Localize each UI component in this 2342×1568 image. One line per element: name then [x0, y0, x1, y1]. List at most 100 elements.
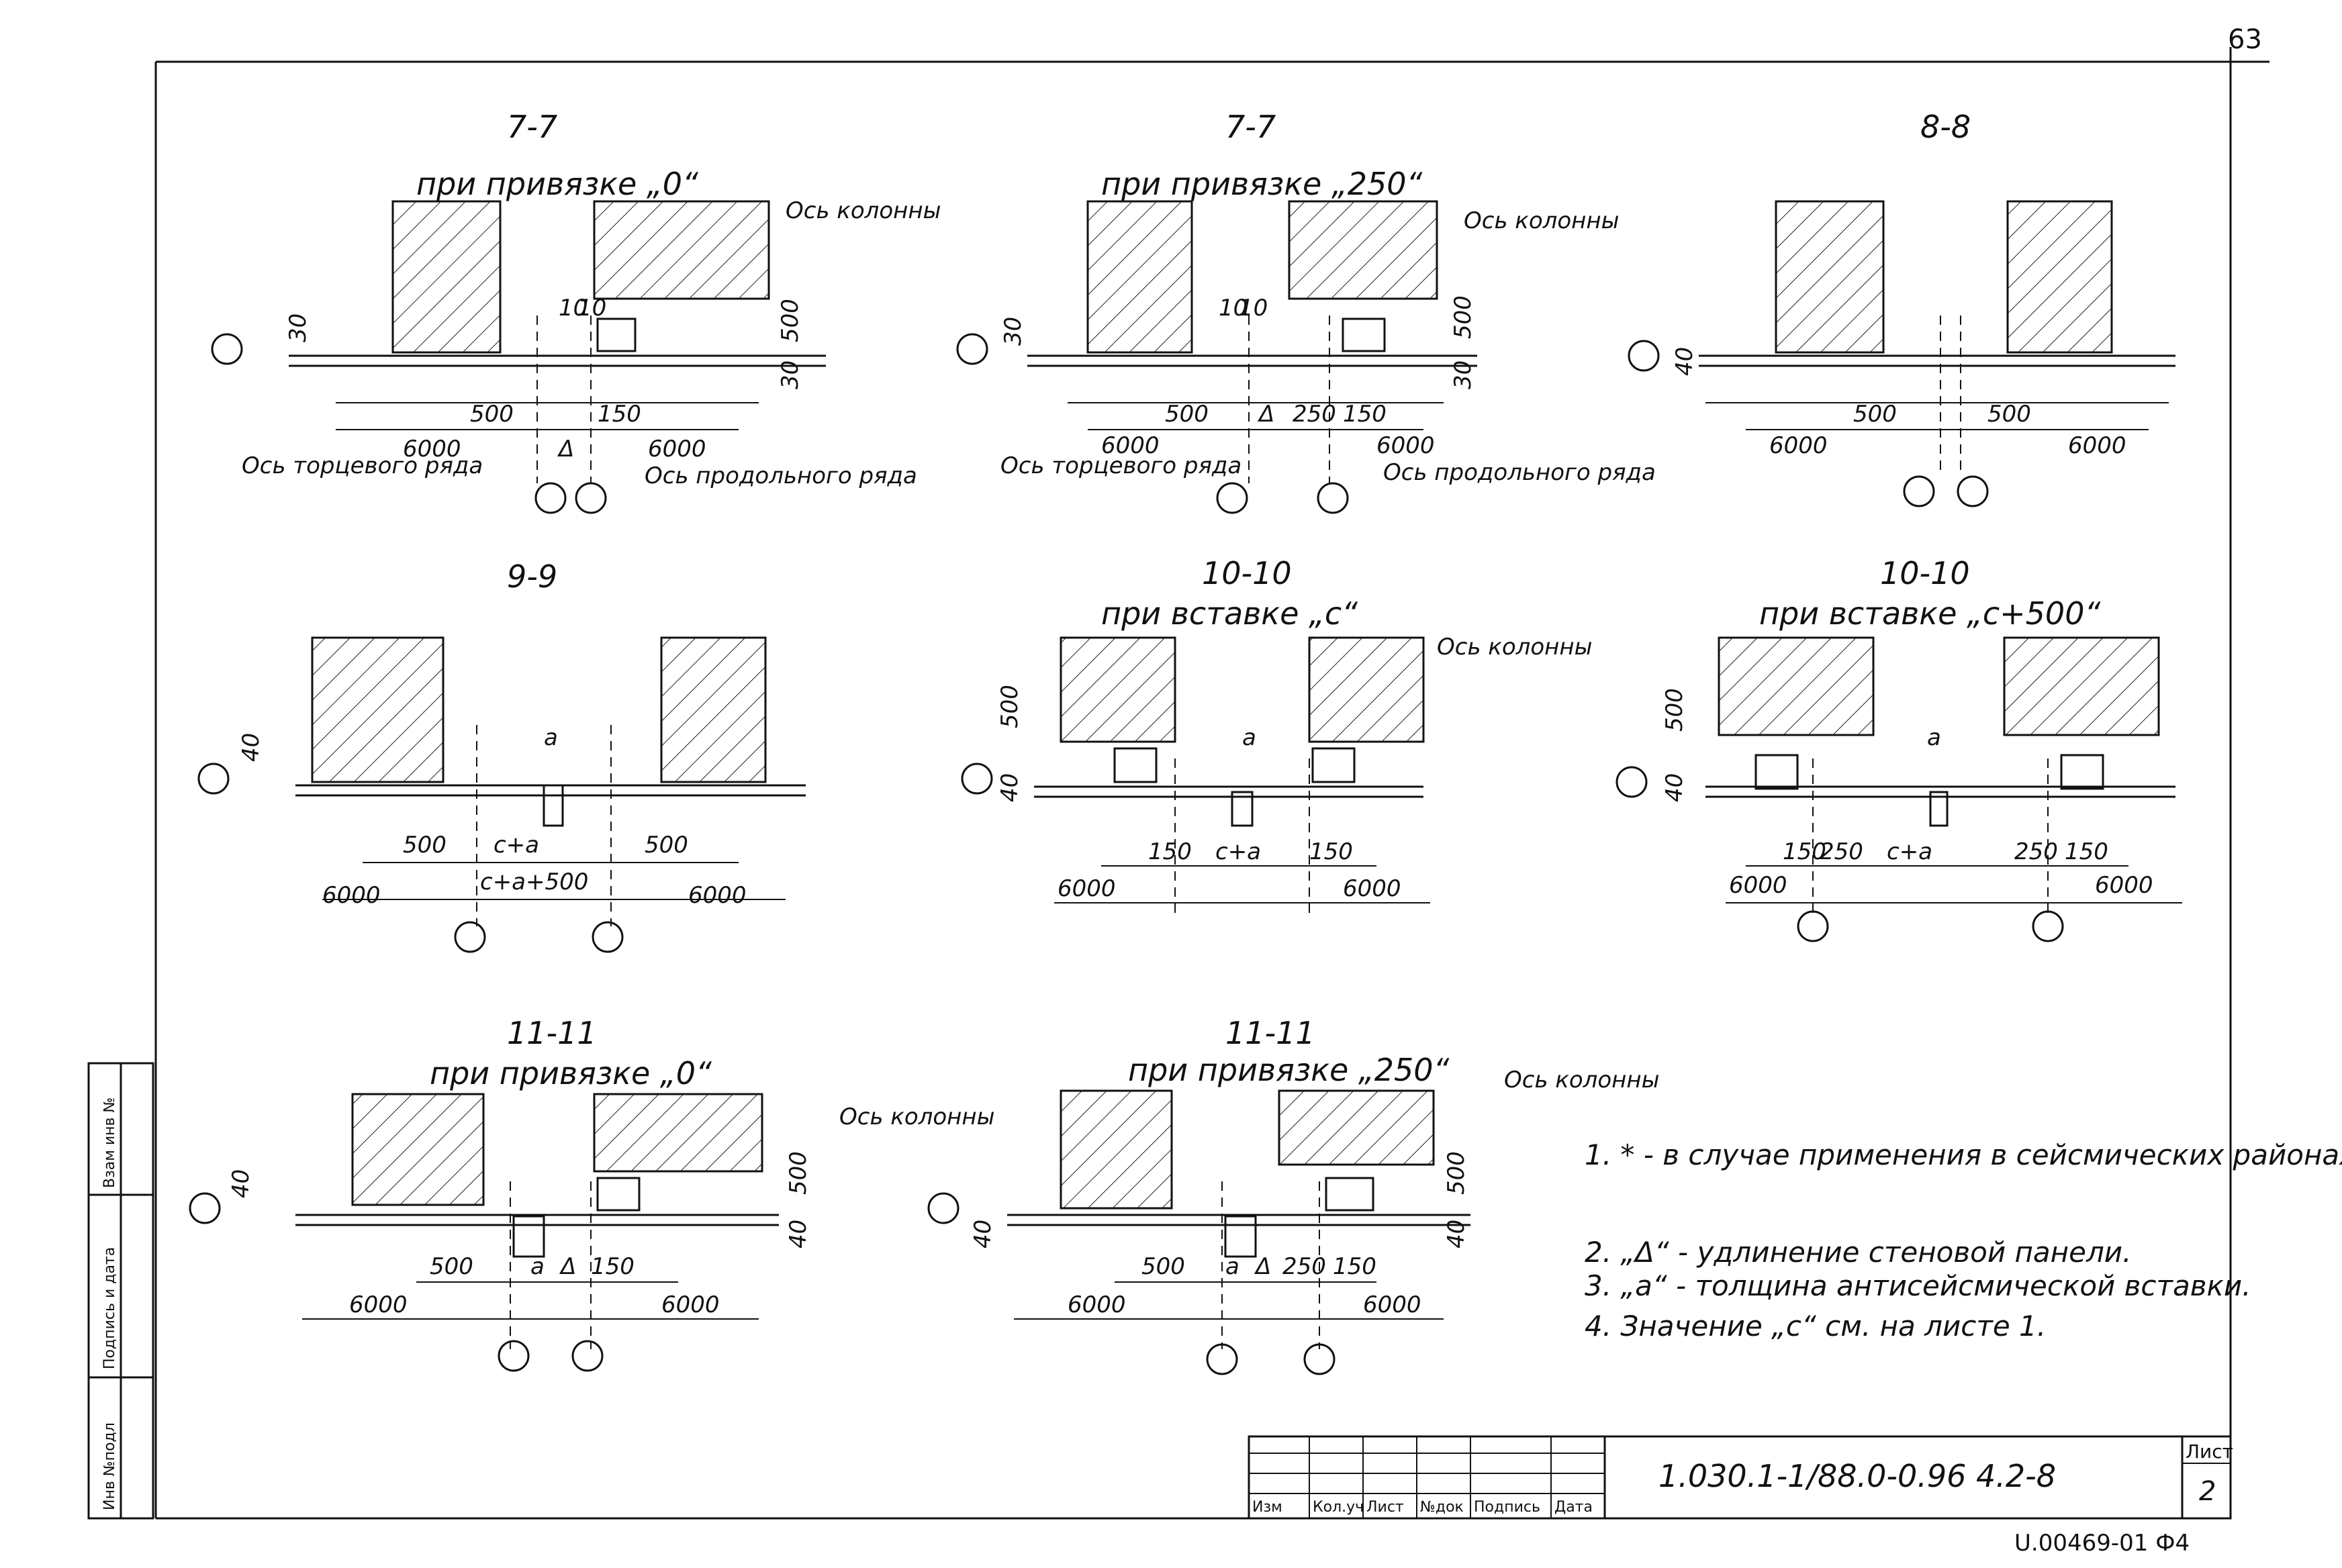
svg-text:30: 30 — [285, 313, 312, 342]
svg-text:150: 150 — [1309, 838, 1353, 865]
svg-text:№док: №док — [1420, 1499, 1464, 1516]
svg-text:30: 30 — [777, 360, 804, 389]
section-9-9: 9-9 40 a 500 c+a 500 c+a+500 6000 6000 — [197, 558, 806, 953]
section-7-7-zero: 7-7 при привязке „0“ 30 10 10 500 30 500… — [211, 109, 941, 514]
svg-text:Δ: Δ — [559, 1253, 576, 1280]
svg-text:a: a — [1242, 724, 1256, 751]
svg-text:при вставке „c“: при вставке „c“ — [1101, 595, 1358, 632]
svg-text:150: 150 — [1148, 838, 1192, 865]
svg-text:Δ: Δ — [557, 436, 574, 462]
note-3: 3. „a“ - толщина антисейсмической вставк… — [1585, 1269, 2251, 1302]
svg-text:Δ: Δ — [1257, 401, 1274, 428]
svg-text:30: 30 — [1000, 317, 1027, 346]
svg-text:c+a: c+a — [1887, 838, 1932, 865]
svg-text:6000: 6000 — [648, 436, 706, 462]
svg-text:Дата: Дата — [1554, 1499, 1593, 1516]
svg-text:250: 250 — [1820, 838, 1863, 865]
notes: 1. * - в случае применения в сейсмически… — [1585, 1138, 2342, 1342]
svg-text:250: 250 — [1282, 1253, 1326, 1280]
section-11-11-250: 11-11 при привязке „250“ 40 500 40 500 a… — [927, 1015, 1659, 1375]
svg-text:6000: 6000 — [1343, 875, 1401, 902]
axis-marker — [534, 482, 567, 514]
svg-text:при привязке „250“: при привязке „250“ — [1128, 1052, 1450, 1088]
svg-text:6000: 6000 — [403, 436, 461, 462]
svg-text:6000: 6000 — [1729, 872, 1787, 899]
svg-text:500: 500 — [785, 1151, 812, 1195]
svg-text:Ось колонны: Ось колонны — [1464, 207, 1619, 234]
svg-text:40: 40 — [1661, 773, 1688, 802]
svg-text:9-9: 9-9 — [507, 558, 557, 595]
svg-text:Ось продольного ряда: Ось продольного ряда — [1383, 459, 1656, 486]
svg-text:6000: 6000 — [1101, 432, 1160, 459]
svg-text:150: 150 — [591, 1253, 635, 1280]
svg-text:40: 40 — [238, 733, 265, 762]
svg-text:40: 40 — [1671, 347, 1698, 376]
svg-text:6000: 6000 — [1058, 875, 1116, 902]
svg-text:40: 40 — [970, 1220, 996, 1248]
page-number: 63 — [2228, 24, 2262, 55]
svg-text:40: 40 — [228, 1169, 254, 1198]
svg-text:500: 500 — [470, 401, 514, 428]
svg-text:500: 500 — [430, 1253, 473, 1280]
svg-text:40: 40 — [1443, 1220, 1470, 1248]
svg-text:Ось колонны: Ось колонны — [839, 1104, 994, 1130]
svg-text:11-11: 11-11 — [1225, 1015, 1315, 1051]
section-10-10-c500: 10-10 при вставке „c+500“ 500 40 a 150 2… — [1615, 555, 2182, 942]
label-axis-left: Ось торцевого ряда — [242, 452, 483, 479]
svg-text:Δ: Δ — [1254, 1253, 1271, 1280]
svg-text:8-8: 8-8 — [1920, 109, 1971, 145]
column-right — [593, 200, 770, 300]
svg-text:150: 150 — [1333, 1253, 1376, 1280]
svg-text:Подпись: Подпись — [1474, 1499, 1540, 1516]
svg-text:6000: 6000 — [349, 1291, 408, 1318]
svg-text:7-7: 7-7 — [1225, 109, 1276, 145]
svg-text:40: 40 — [996, 773, 1023, 802]
svg-text:150: 150 — [598, 401, 641, 428]
svg-text:a: a — [1927, 724, 1941, 751]
svg-text:Кол.уч: Кол.уч — [1313, 1499, 1364, 1516]
svg-text:a: a — [1225, 1253, 1239, 1280]
svg-text:6000: 6000 — [688, 882, 747, 909]
svg-text:6000: 6000 — [1376, 432, 1435, 459]
svg-text:6000: 6000 — [1769, 432, 1828, 459]
svg-text:c+a: c+a — [494, 832, 539, 859]
svg-text:6000: 6000 — [1068, 1291, 1126, 1318]
svg-text:a: a — [530, 1253, 545, 1280]
svg-text:11-11: 11-11 — [507, 1015, 597, 1051]
axis-marker — [575, 482, 607, 514]
svg-text:Ось торцевого ряда: Ось торцевого ряда — [1000, 452, 1242, 479]
svg-text:6000: 6000 — [661, 1291, 720, 1318]
svg-text:Лист: Лист — [1366, 1499, 1404, 1516]
svg-text:10-10: 10-10 — [1880, 555, 1970, 591]
section-10-10-c: 10-10 при вставке „c“ 500 40 a 150 c+a 1… — [961, 555, 1592, 920]
stamp-inv: Инв №подл — [101, 1422, 118, 1510]
doc-code: 1.030.1-1/88.0-0.96 4.2-8 — [1658, 1458, 2056, 1494]
section-11-11-zero: 11-11 при привязке „0“ 40 500 40 500 a Δ… — [189, 1015, 994, 1372]
svg-text:Изм: Изм — [1252, 1499, 1282, 1516]
rebar-box — [596, 317, 637, 352]
label-axis-right: Ось продольного ряда — [645, 462, 917, 489]
svg-text:500: 500 — [645, 832, 688, 859]
svg-text:a: a — [544, 724, 558, 751]
svg-text:500: 500 — [403, 832, 447, 859]
svg-text:10: 10 — [1239, 295, 1268, 322]
svg-text:500: 500 — [1661, 688, 1688, 732]
svg-text:10: 10 — [1219, 295, 1248, 322]
sheet-label: Лист — [2186, 1440, 2233, 1463]
note-2: 2. „Δ“ - удлинение стеновой панели. — [1585, 1236, 2131, 1269]
svg-text:250: 250 — [2014, 838, 2058, 865]
svg-text:Ось колонны: Ось колонны — [1504, 1067, 1659, 1093]
sheet-frame — [154, 47, 2269, 1520]
svg-text:при привязке „250“: при привязке „250“ — [1101, 166, 1423, 202]
svg-text:500: 500 — [1165, 401, 1209, 428]
svg-text:c+a+500: c+a+500 — [480, 869, 588, 895]
svg-text:c+a: c+a — [1215, 838, 1261, 865]
svg-text:Ось колонны: Ось колонны — [1437, 634, 1592, 660]
section-subtitle: при привязке „0“ — [416, 166, 698, 202]
note-4: 4. Значение „c“ см. на листе 1. — [1585, 1310, 2046, 1342]
svg-text:500: 500 — [1853, 401, 1897, 428]
stamp-replace: Взам инв № — [101, 1097, 118, 1188]
column-left — [391, 200, 502, 354]
svg-text:при вставке „c+500“: при вставке „c+500“ — [1759, 595, 2100, 632]
svg-text:500: 500 — [777, 299, 804, 342]
